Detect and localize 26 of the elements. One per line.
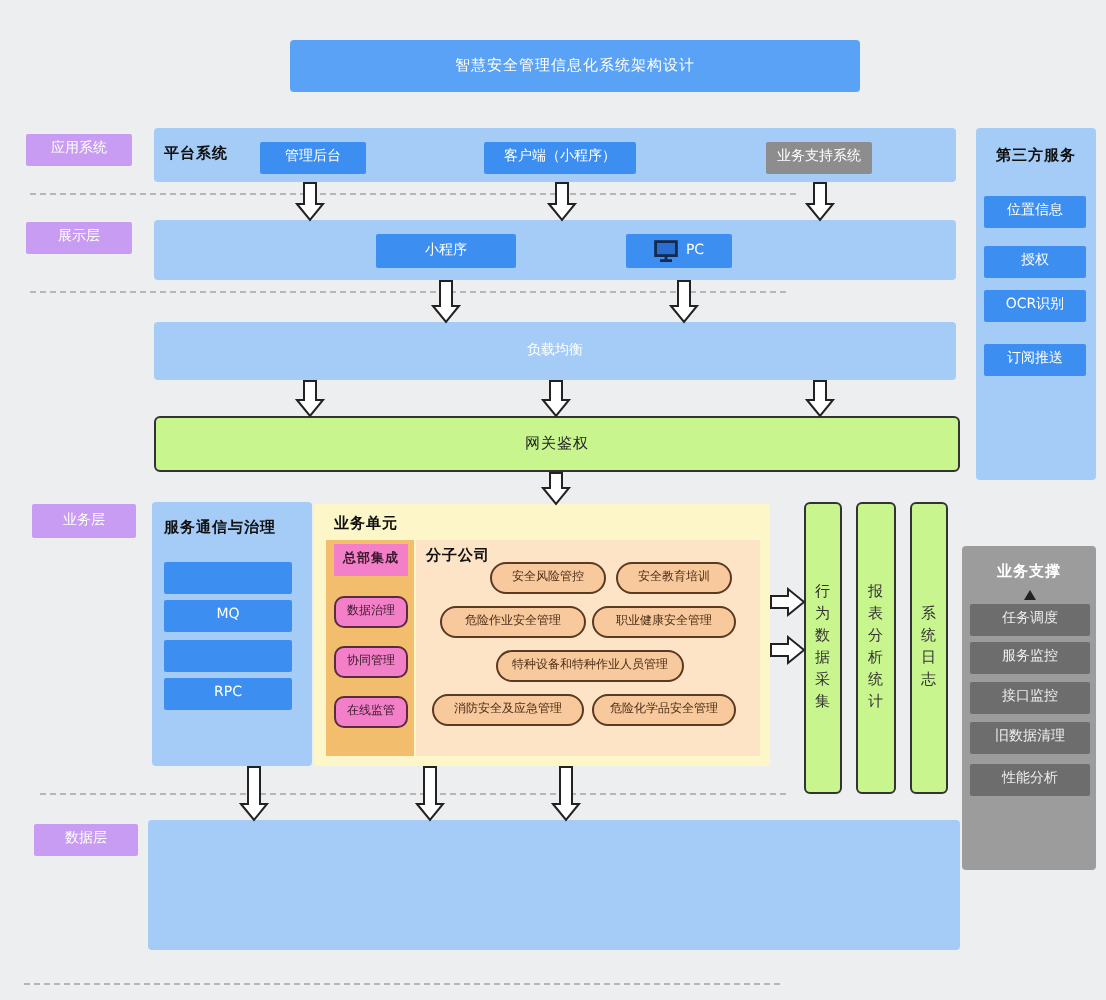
group-panel [416, 540, 760, 756]
service-panel [976, 128, 1096, 480]
arrow [770, 634, 806, 666]
module-box [626, 234, 732, 268]
module-box [164, 640, 292, 672]
group-column [326, 540, 414, 756]
arrow [540, 472, 572, 506]
service-panel [152, 502, 312, 766]
module-box [164, 562, 292, 594]
support-panel [962, 546, 1096, 870]
layer-band [154, 220, 956, 280]
arrow [540, 380, 572, 418]
arrow [414, 766, 446, 822]
arrow [804, 182, 836, 222]
arrow [550, 766, 582, 822]
arrow [770, 586, 806, 618]
arrow [294, 182, 326, 222]
business-panel [314, 504, 770, 766]
arrow [294, 380, 326, 418]
arrow [238, 766, 270, 822]
arrow [546, 182, 578, 222]
arrow [430, 280, 462, 324]
layer-band [154, 128, 956, 182]
arrow [804, 380, 836, 418]
arrow [668, 280, 700, 324]
layer-band [148, 820, 960, 950]
